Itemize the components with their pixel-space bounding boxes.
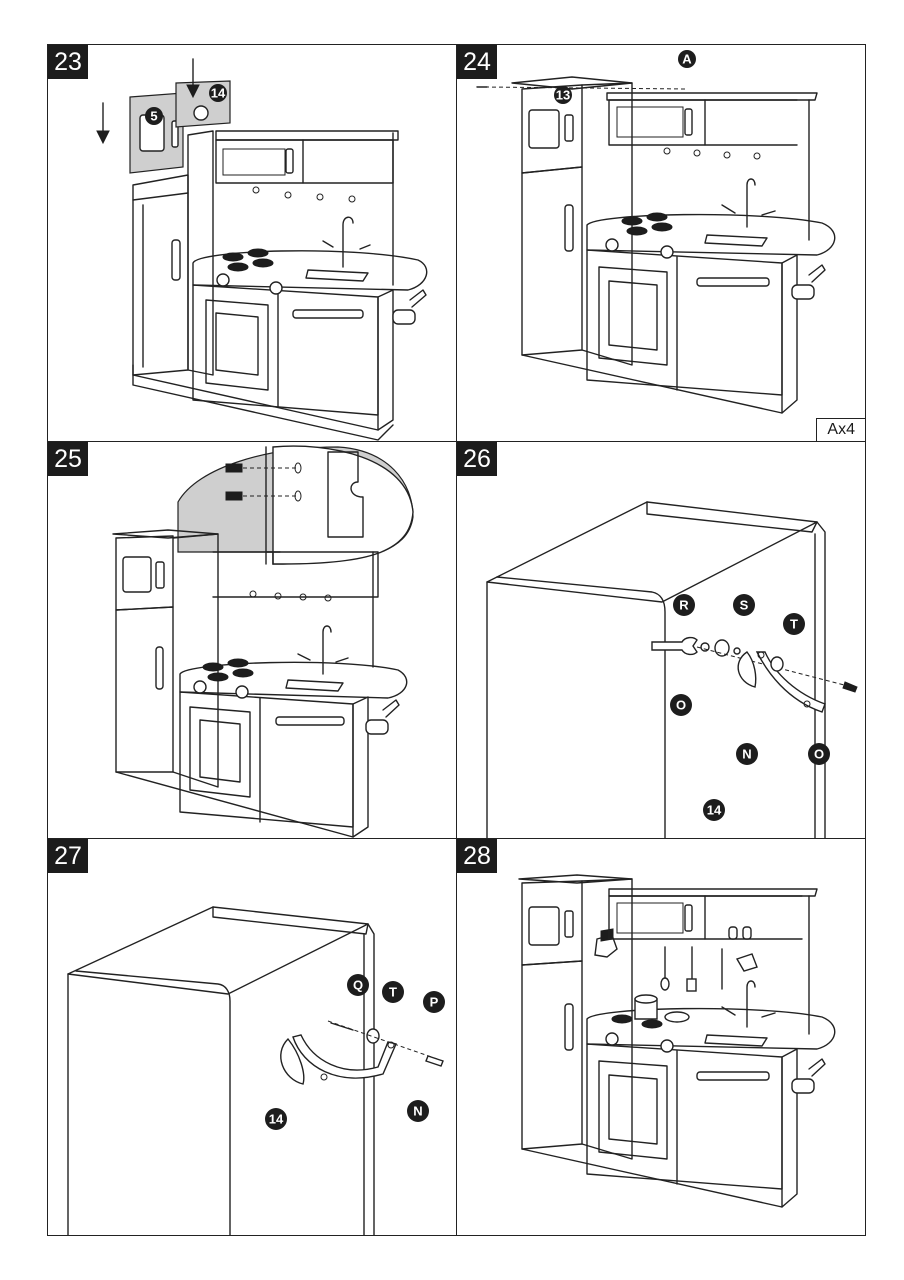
step-26-number: 26: [457, 442, 497, 476]
step-27-callout-T: T: [389, 985, 397, 1000]
step-26-panel: R S T O N O 14 26: [456, 441, 866, 839]
step-27-callout-Q: Q: [353, 978, 363, 993]
step-23-illustration: 5 14: [96, 58, 428, 441]
step-24-callout-13: 13: [556, 88, 570, 103]
instruction-sheet: 5 14 23: [47, 44, 866, 1236]
step-26-callout-S: S: [740, 598, 749, 613]
step-24-quantity-label: Ax4: [816, 418, 865, 441]
step-23-callout-14: 14: [211, 86, 226, 101]
step-27-callout-N: N: [413, 1104, 422, 1119]
step-26-callout-R: R: [679, 598, 689, 613]
step-26-callout-O-left: O: [676, 698, 686, 713]
step-27-callout-P: P: [430, 995, 439, 1010]
step-28-panel: 28: [456, 838, 866, 1236]
step-25-panel: 25: [47, 441, 457, 839]
step-26-illustration: R S T O N O 14: [486, 501, 858, 838]
step-28-illustration: [518, 874, 836, 1208]
step-28-number: 28: [457, 839, 497, 873]
step-27-illustration: Q T P N 14: [67, 906, 445, 1235]
step-24-panel: A 13 24 Ax4: [456, 44, 866, 442]
step-25-number: 25: [48, 442, 88, 476]
step-27-panel: Q T P N 14 27: [47, 838, 457, 1236]
step-27-callout-14: 14: [269, 1112, 284, 1127]
step-26-callout-O-right: O: [814, 747, 824, 762]
step-23-number: 23: [48, 45, 88, 79]
step-27-number: 27: [48, 839, 88, 873]
step-24-callout-A: A: [682, 52, 692, 67]
step-24-illustration: A 13: [476, 50, 836, 414]
step-24-number: 24: [457, 45, 497, 79]
step-23-panel: 5 14 23: [47, 44, 457, 442]
step-25-illustration: [112, 445, 414, 838]
step-26-callout-14: 14: [707, 803, 722, 818]
step-26-callout-T: T: [790, 617, 798, 632]
step-23-callout-5: 5: [150, 109, 157, 124]
step-26-callout-N: N: [742, 747, 751, 762]
